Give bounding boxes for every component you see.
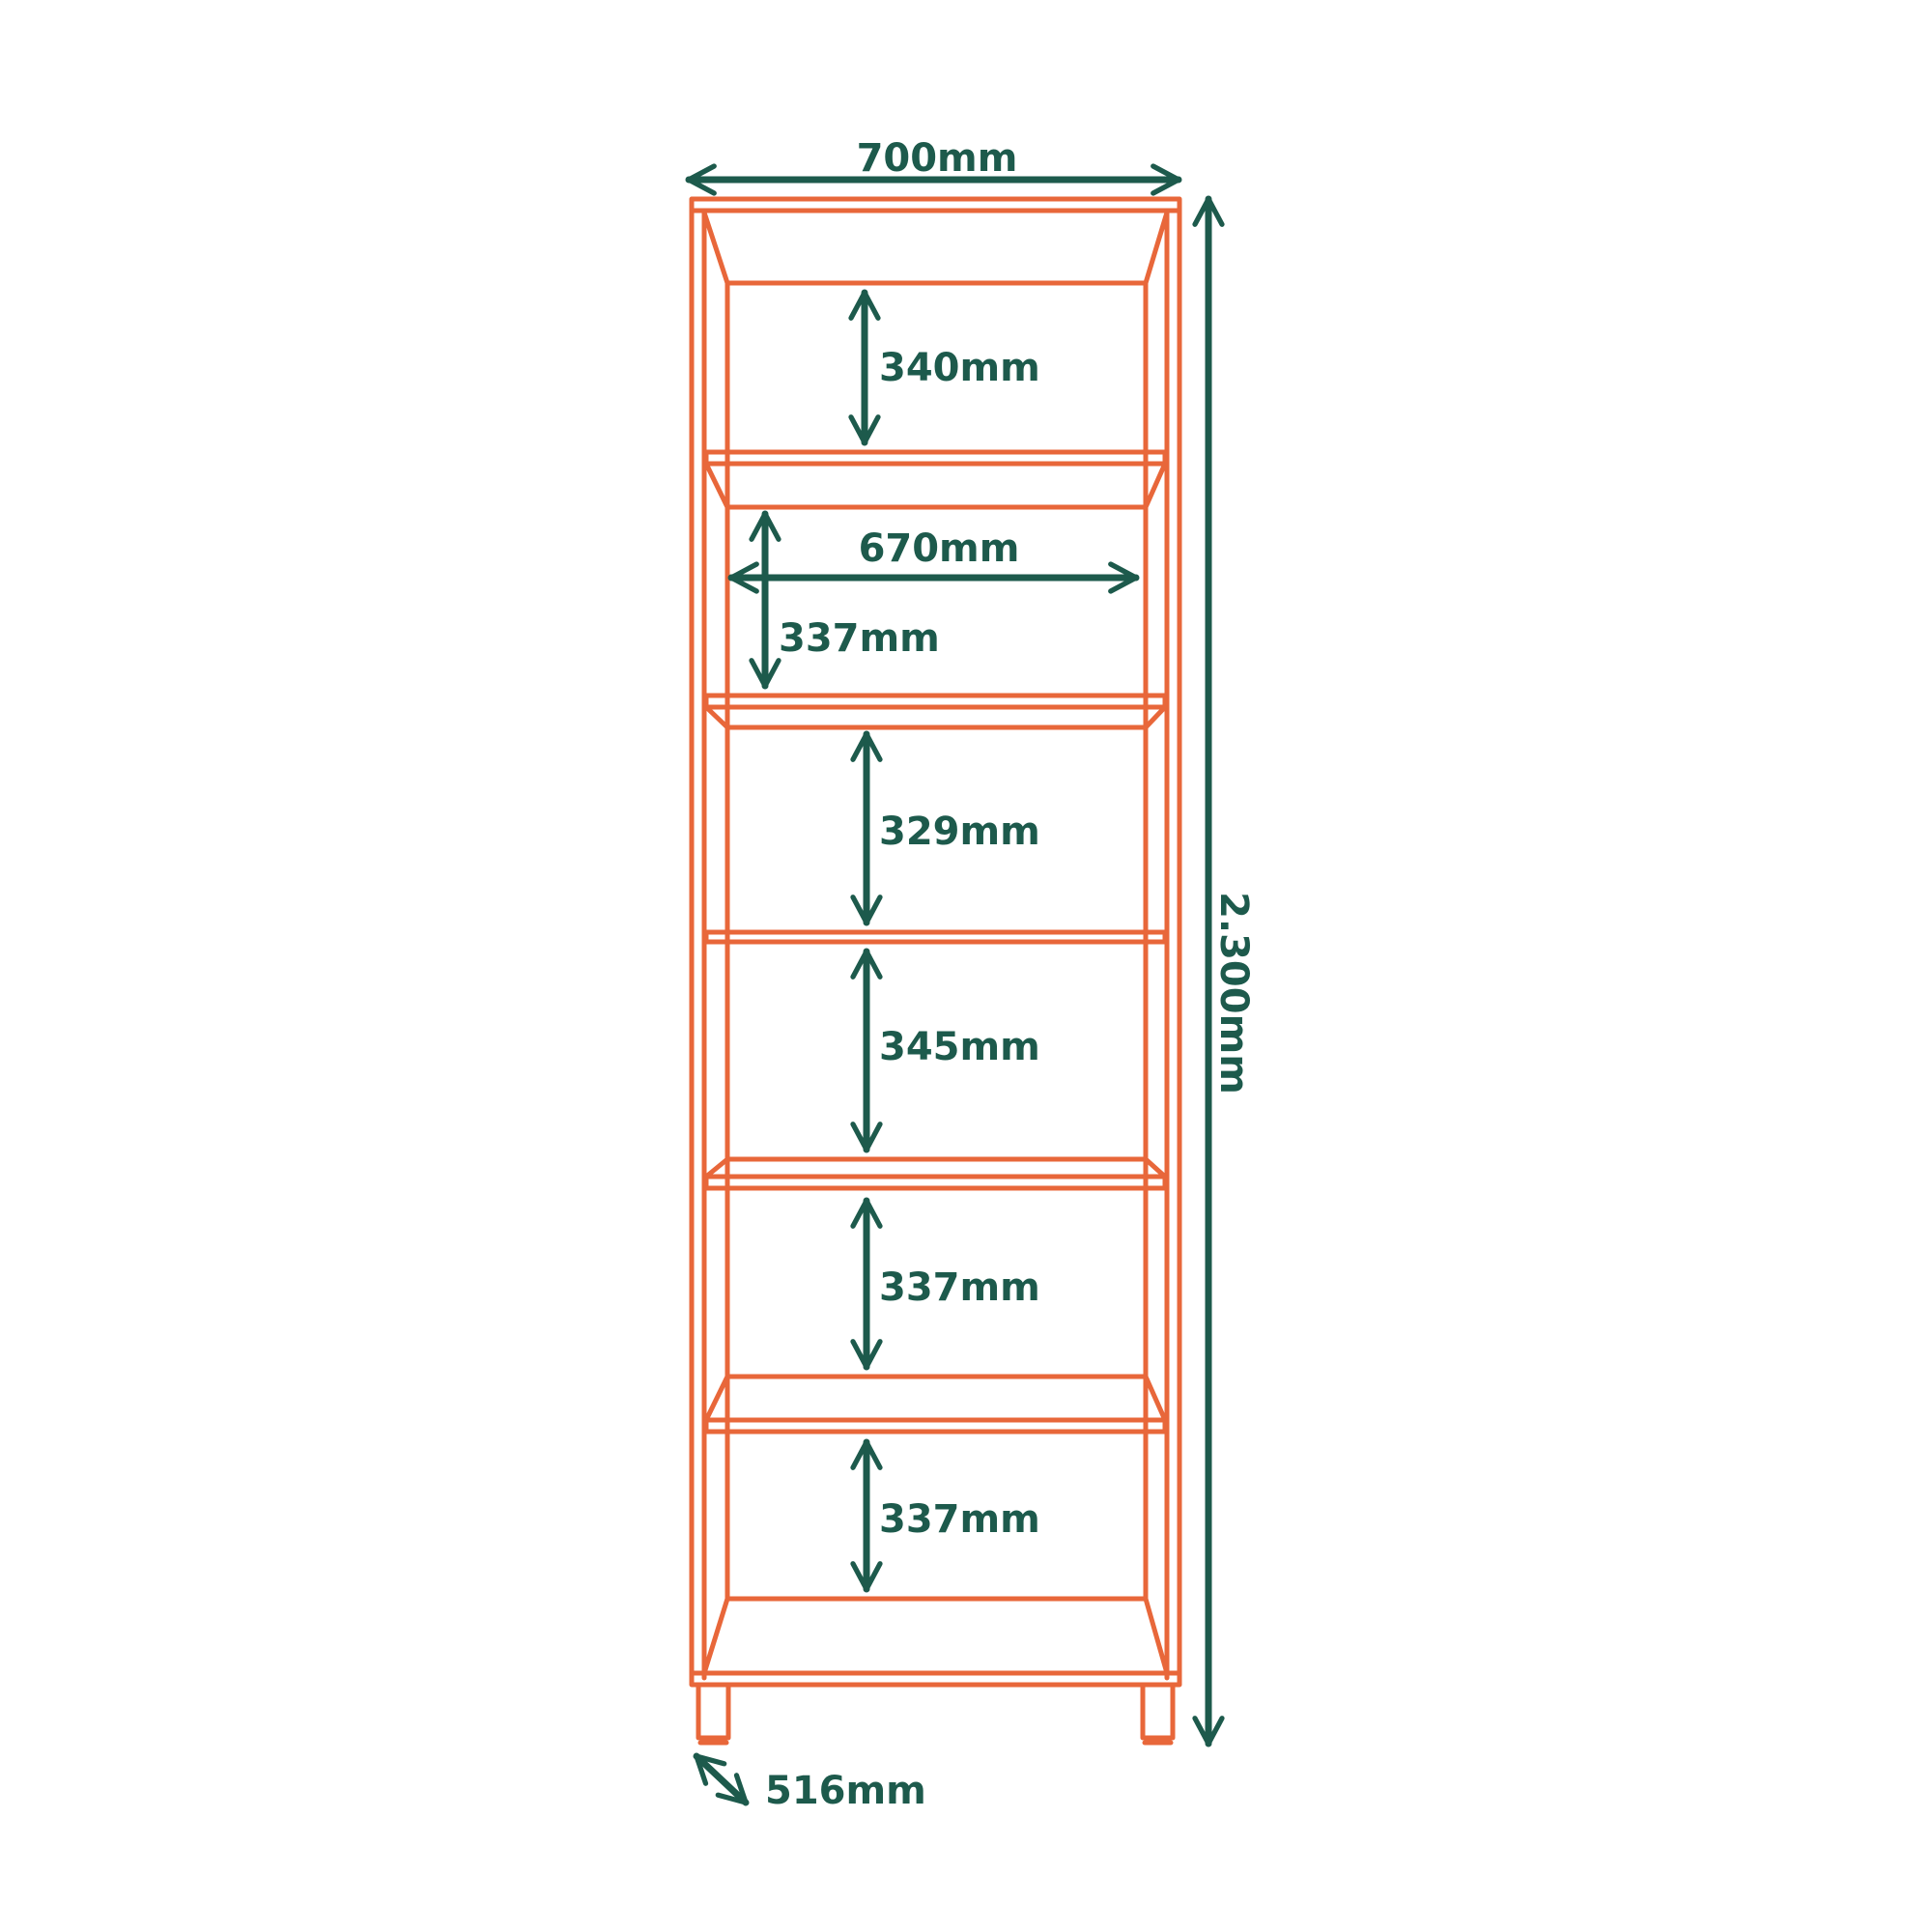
bottom-floor bbox=[701, 1596, 1170, 1676]
depth-arrow bbox=[693, 1752, 750, 1806]
shelf-3-height-label: 329mm bbox=[879, 810, 1040, 854]
shelf-6-height-label: 337mm bbox=[879, 1497, 1040, 1542]
overall-height-label: 2.300mm bbox=[1211, 892, 1256, 1094]
right-leg bbox=[1140, 1682, 1176, 1746]
overall-width-label: 700mm bbox=[857, 136, 1018, 181]
top-ceiling bbox=[701, 210, 1170, 286]
depth-label: 516mm bbox=[765, 1769, 926, 1813]
base-board bbox=[689, 1670, 1182, 1688]
shelf-board-2 bbox=[703, 693, 1168, 730]
right-side-panel bbox=[1164, 208, 1182, 1681]
inner-width-label: 670mm bbox=[859, 526, 1020, 571]
bookshelf-frame bbox=[689, 196, 1182, 1746]
shelf-4-height-label: 345mm bbox=[879, 1025, 1040, 1069]
shelf-1-height-label: 340mm bbox=[879, 346, 1040, 390]
left-side-panel bbox=[689, 208, 707, 1681]
shelf-board-1 bbox=[703, 449, 1168, 510]
left-leg bbox=[696, 1682, 731, 1746]
shelf-5-height-label: 337mm bbox=[879, 1265, 1040, 1310]
dimension-lines bbox=[685, 163, 1225, 1806]
shelf-2-height-label: 337mm bbox=[779, 616, 940, 661]
shelf-board-4 bbox=[703, 1156, 1168, 1191]
shelf-board-5 bbox=[703, 1374, 1168, 1435]
top-board bbox=[689, 196, 1182, 213]
dimension-labels: 700mm 2.300mm 340mm 670mm 337mm 329mm 34… bbox=[765, 136, 1256, 1813]
shelf-board-3 bbox=[703, 929, 1168, 945]
